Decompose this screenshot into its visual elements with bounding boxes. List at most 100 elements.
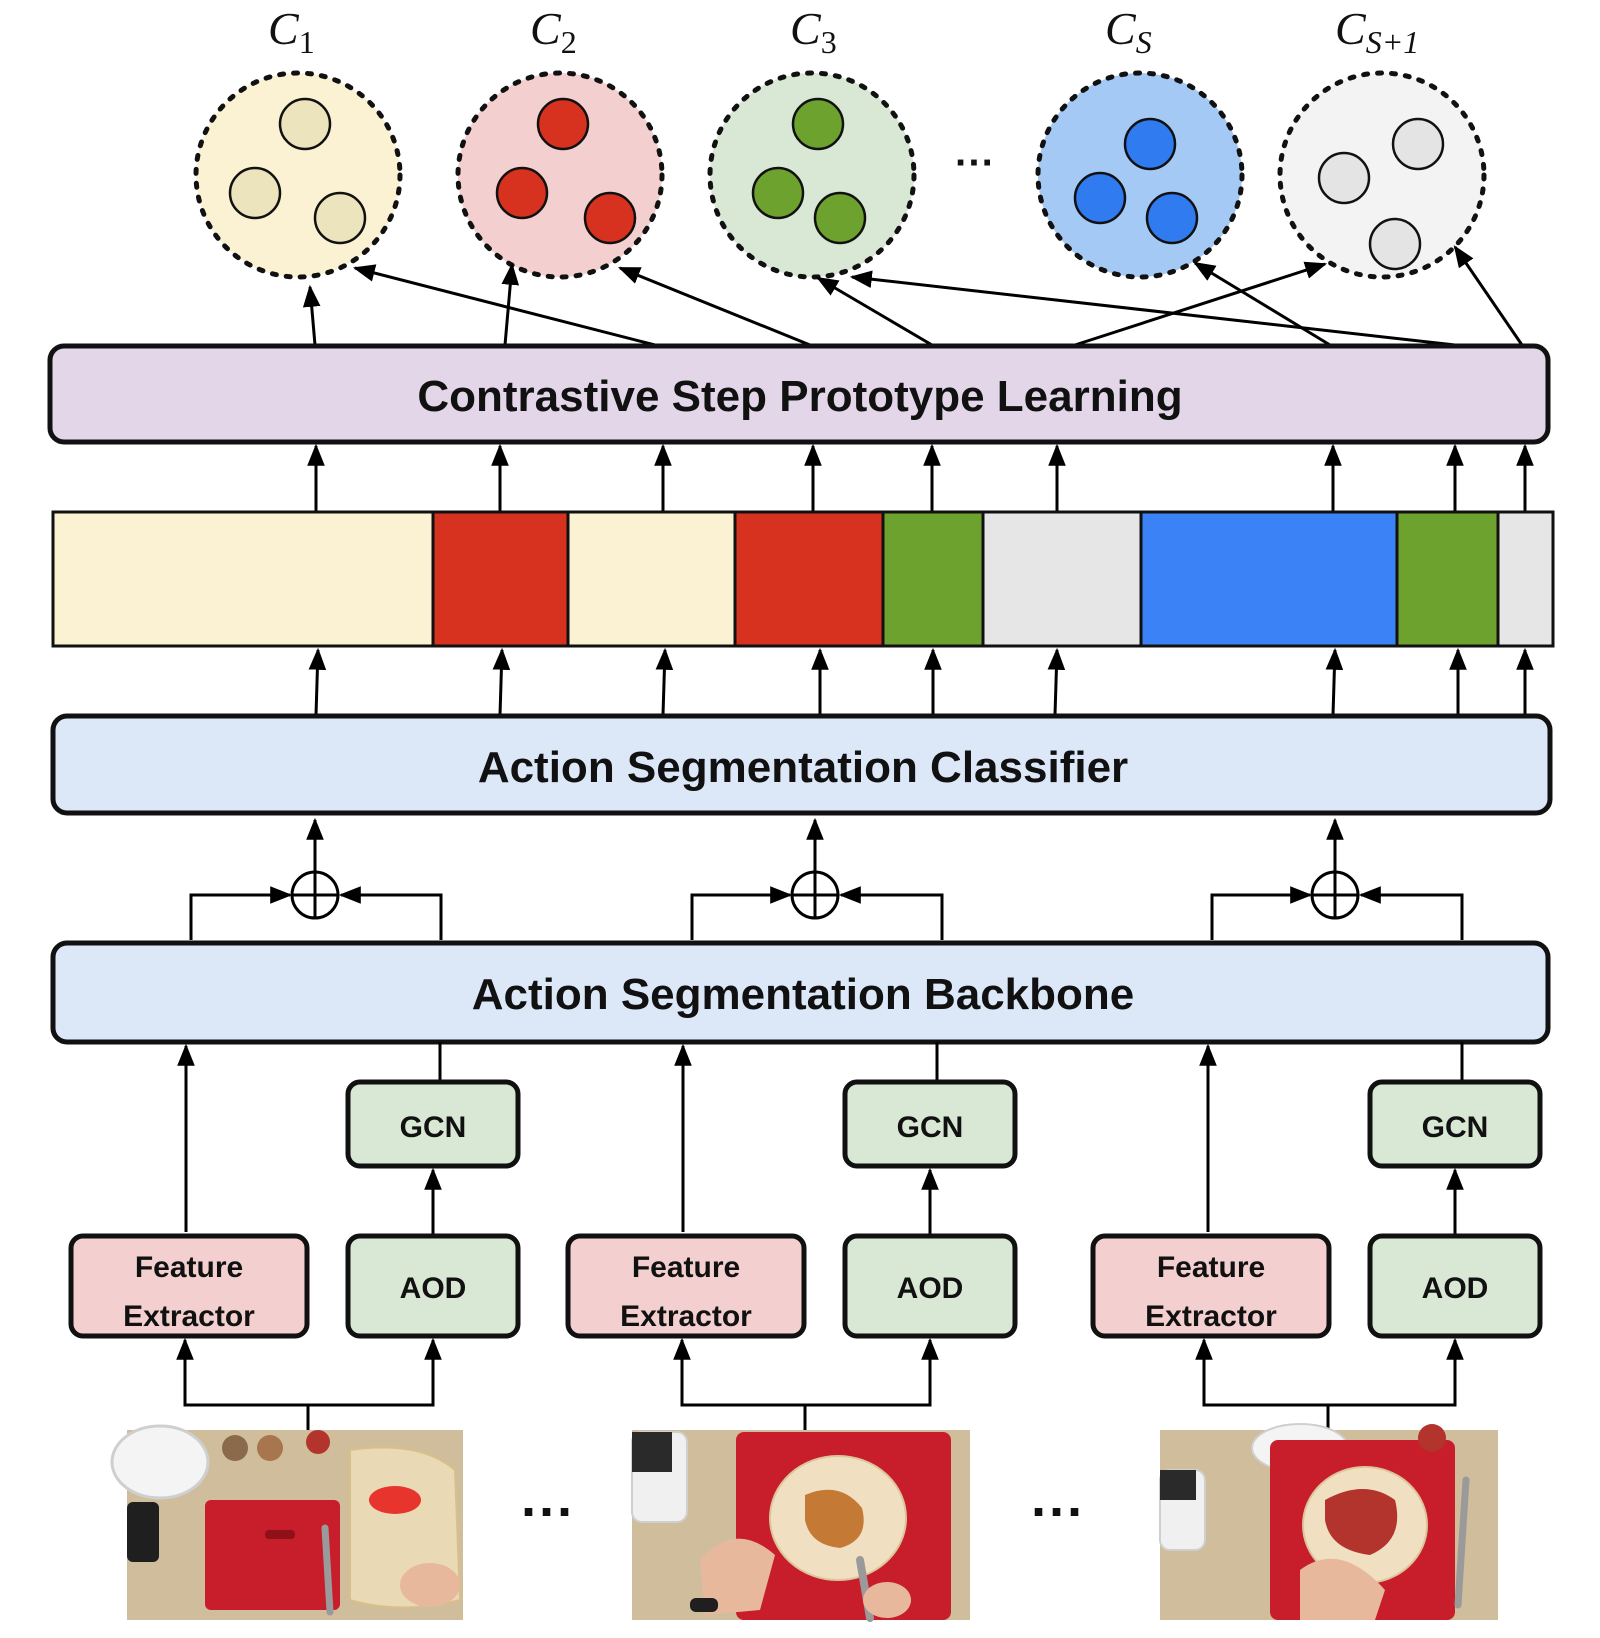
frame-1-knife: [321, 1524, 334, 1616]
contrastive-to-cluster-arrows: [302, 245, 1524, 347]
feature-extractor-label-2a: Feature: [632, 1251, 740, 1284]
fuse1-left-path: [189, 886, 293, 940]
frame-1: [110, 1424, 463, 1620]
cluster-c1-label: C1: [268, 3, 315, 60]
frame-3-knife: [1454, 1476, 1470, 1609]
prototype-cs-b: [1073, 171, 1127, 225]
aod-box-2: [842, 1233, 1018, 1339]
arrow-seg5-to-c3: [816, 276, 933, 347]
cluster-c2: C2: [455, 3, 665, 280]
feature-extractor-box-3: [1090, 1233, 1332, 1339]
prototype-c1-b: [228, 166, 282, 220]
aod-label-2: AOD: [897, 1272, 964, 1305]
fusion-blocks: [189, 817, 1464, 940]
feature-extractor-label-2b: Extractor: [620, 1300, 752, 1333]
contrastive-module: Contrastive Step Prototype Learning: [47, 343, 1551, 445]
feature-extractor-label-3b: Extractor: [1145, 1300, 1277, 1333]
prototype-cs-a: [1123, 117, 1177, 171]
frame-3: [1159, 1423, 1498, 1620]
prototype-c2-a: [536, 97, 590, 151]
segmentation-bar: [51, 510, 1555, 648]
arrow-seg6-to-cs1: [1074, 261, 1328, 347]
frame-ellipsis-2: ···: [1031, 1482, 1085, 1542]
frame-2-peanut-butter: [805, 1489, 864, 1548]
gcn-label-3: GCN: [1422, 1111, 1489, 1144]
segment-5: [881, 510, 985, 648]
classifier-label: Action Segmentation Classifier: [478, 743, 1128, 792]
arrow-cls-s3: [655, 647, 674, 716]
segment-9: [1496, 510, 1555, 648]
cluster-c2-label: C2: [530, 3, 577, 60]
cluster-cs1: CS+1: [1277, 3, 1487, 280]
classifier-to-segment-arrows: [308, 647, 1534, 716]
split-path-1: [183, 1340, 435, 1407]
feature-extractor-label-1b: Extractor: [123, 1300, 255, 1333]
branch-2: GCN Feature Extractor AOD: [565, 1042, 1018, 1430]
arrow-seg4-to-c2: [617, 266, 811, 347]
backbone-label: Action Segmentation Backbone: [472, 970, 1135, 1019]
feature-extractor-label-3a: Feature: [1157, 1251, 1265, 1284]
cluster-c3-label: C3: [790, 3, 837, 60]
cluster-cs-circle: [1035, 70, 1245, 280]
cluster-cs-label: CS: [1105, 3, 1152, 60]
aod-label-1: AOD: [400, 1272, 467, 1305]
fuse3-left-path: [1210, 886, 1313, 940]
split-path-2: [680, 1340, 932, 1407]
arrow-seg1-to-c1: [302, 284, 321, 346]
frame-1-plate: [110, 1424, 210, 1500]
feature-extractor-box-1: [68, 1233, 310, 1339]
segment-8: [1395, 510, 1500, 648]
prototype-cs-c: [1145, 191, 1199, 245]
gcn-box-2: [842, 1079, 1018, 1169]
frame-3-jam: [1325, 1489, 1398, 1555]
fuse2-left-path: [690, 886, 793, 940]
gcn-box-1: [345, 1079, 521, 1169]
fuse3-right-path: [1358, 886, 1464, 940]
gcn-label-2: GCN: [897, 1111, 964, 1144]
arrow-cls-s6: [1047, 647, 1066, 716]
segment-4: [733, 510, 885, 648]
segment-to-contrastive-arrows: [307, 443, 1534, 512]
prototype-clusters: C1 C2 C3 ··· CS: [193, 3, 1487, 280]
prototype-c3-c: [813, 191, 867, 245]
cluster-c1: C1: [193, 3, 403, 280]
frame-2: [631, 1430, 970, 1622]
branch-1: GCN Feature Extractor AOD: [68, 1042, 521, 1430]
arrow-cls-s2: [492, 647, 511, 716]
prototype-cs1-a: [1391, 117, 1445, 171]
frame-1-hand: [400, 1563, 460, 1607]
segment-6: [981, 510, 1143, 648]
prototype-c1-a: [278, 97, 332, 151]
fuse2-right-path: [838, 886, 944, 940]
cluster-cs: CS: [1035, 3, 1245, 280]
video-frames: ··· ···: [110, 1423, 1498, 1622]
arrow-cls-s1: [308, 647, 327, 716]
prototype-c3-b: [751, 166, 805, 220]
frame-2-hand-right: [863, 1582, 911, 1618]
gcn-box-3: [1367, 1079, 1543, 1169]
frame-1-cutting-board: [205, 1500, 340, 1610]
prototype-c3-a: [791, 97, 845, 151]
input-branches: GCN Feature Extractor AOD GCN Feature Ex…: [68, 1042, 1543, 1430]
prototype-cs1-b: [1317, 151, 1371, 205]
arrow-cls-s7: [1325, 647, 1344, 716]
cluster-ellipsis: ···: [955, 141, 995, 185]
backbone-module: Action Segmentation Backbone: [50, 940, 1551, 1045]
frame-1-jar: [127, 1502, 159, 1562]
split-path-3: [1202, 1340, 1457, 1407]
segment-3: [566, 510, 737, 648]
segment-2: [431, 510, 570, 648]
feature-extractor-box-2: [565, 1233, 807, 1339]
contrastive-box: [47, 343, 1551, 445]
prototype-c2-c: [583, 191, 637, 245]
frame-2-hand-left: [700, 1538, 775, 1615]
frame-3-hands: [1300, 1558, 1385, 1620]
segment-1: [51, 510, 435, 648]
arrow-seg8-to-c3: [849, 270, 1456, 347]
contrastive-label: Contrastive Step Prototype Learning: [417, 372, 1182, 421]
cluster-cs1-label: CS+1: [1335, 3, 1419, 60]
feature-extractor-label-1a: Feature: [135, 1251, 243, 1284]
frame-ellipsis-1: ···: [521, 1482, 575, 1542]
arrow-seg9-to-cs1: [1453, 245, 1524, 346]
